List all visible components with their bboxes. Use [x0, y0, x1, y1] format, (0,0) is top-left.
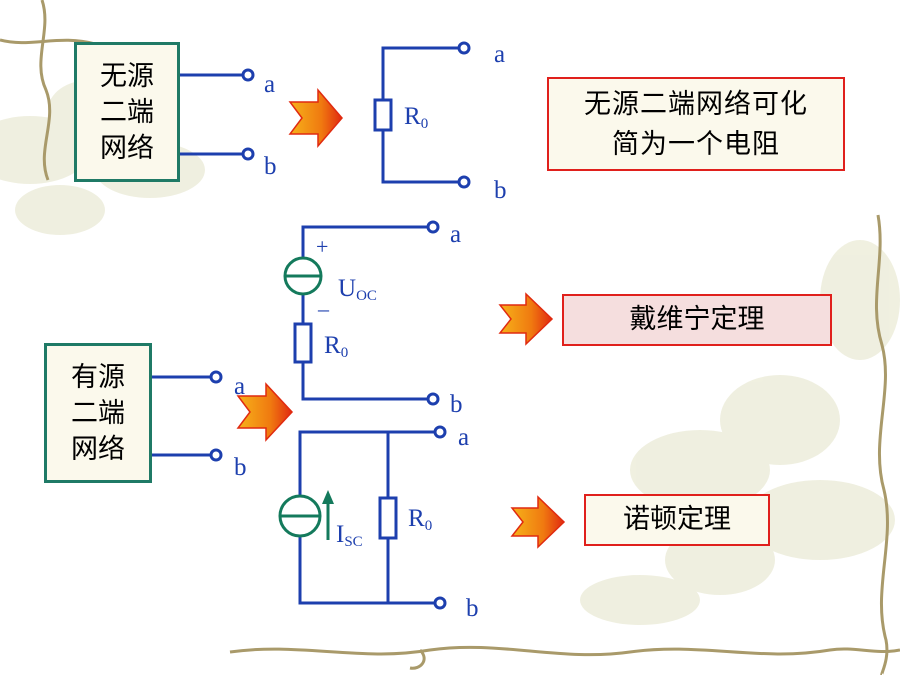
passive-out-a-node [457, 41, 471, 55]
active-box-line-2: 二端 [71, 398, 125, 429]
thevenin-out-b-node [426, 392, 440, 406]
passive-note-text: 无源二端网络可化简为一个电阻 [584, 89, 808, 160]
passive-network-box: 无源 二端 网络 [74, 42, 180, 182]
norton-source-label: ISC [336, 522, 363, 550]
norton-out-b-node [433, 596, 447, 610]
norton-current-arrow-head [322, 490, 334, 504]
thevenin-wires [301, 225, 427, 401]
norton-wires [298, 430, 434, 605]
thevenin-resistor-letter: R [324, 332, 341, 359]
active-terminal-b-node [209, 448, 223, 462]
thevenin-source-label: UOC [338, 276, 377, 304]
passive-resistor-letter: R [404, 103, 421, 130]
arrow-active [236, 382, 294, 442]
thevenin-source-letter: U [338, 275, 357, 302]
thevenin-minus-sign: – [318, 296, 329, 321]
active-box-line-1: 有源 [71, 362, 125, 393]
thevenin-plus-sign: + [316, 234, 329, 259]
active-network-box: 有源 二端 网络 [44, 343, 152, 483]
active-network-leads [152, 375, 210, 457]
passive-network-leads [178, 73, 242, 156]
thevenin-note-text: 戴维宁定理 [629, 304, 765, 335]
norton-resistor [378, 496, 398, 540]
norton-note-text: 诺顿定理 [623, 504, 731, 535]
passive-equivalent-wires [381, 46, 458, 184]
passive-resistor [373, 98, 393, 132]
thevenin-resistor-sub: 0 [340, 345, 349, 361]
norton-note-box: 诺顿定理 [584, 494, 770, 546]
passive-terminal-a-node [241, 68, 255, 82]
thevenin-resistor [293, 322, 313, 364]
norton-source-letter: I [336, 521, 345, 548]
thevenin-resistor-label: R0 [324, 333, 348, 361]
thevenin-out-b-label: b [450, 391, 463, 418]
active-terminal-b-label: b [234, 454, 247, 481]
passive-box-line-1: 无源 [100, 61, 154, 92]
active-box-line-3: 网络 [71, 434, 125, 465]
passive-out-b-label: b [494, 177, 507, 204]
arrow-passive [288, 87, 343, 149]
arrow-norton [510, 495, 566, 549]
thevenin-out-a-label: a [450, 221, 462, 248]
passive-terminal-b-node [241, 147, 255, 161]
passive-note-box: 无源二端网络可化简为一个电阻 [547, 77, 845, 171]
active-terminal-a-node [209, 370, 223, 384]
norton-resistor-sub: 0 [424, 518, 433, 534]
active-terminal-a-label: a [234, 373, 246, 400]
thevenin-note-box: 戴维宁定理 [562, 294, 832, 346]
norton-resistor-letter: R [408, 505, 425, 532]
passive-out-b-node [457, 175, 471, 189]
passive-terminal-a-label: a [264, 71, 276, 98]
norton-source-sub: SC [344, 534, 363, 550]
norton-out-b-label: b [466, 595, 479, 622]
passive-resistor-label: R0 [404, 104, 428, 132]
norton-resistor-label: R0 [408, 506, 432, 534]
passive-box-line-3: 网络 [100, 133, 154, 164]
passive-box-line-2: 二端 [100, 97, 154, 128]
passive-resistor-sub: 0 [420, 116, 429, 132]
passive-out-a-label: a [494, 41, 506, 68]
thevenin-out-a-node [426, 220, 440, 234]
norton-out-a-label: a [458, 424, 470, 451]
norton-out-a-node [433, 425, 447, 439]
thevenin-source-sub: OC [356, 288, 377, 304]
passive-terminal-b-label: b [264, 153, 277, 180]
arrow-thevenin [498, 292, 554, 346]
